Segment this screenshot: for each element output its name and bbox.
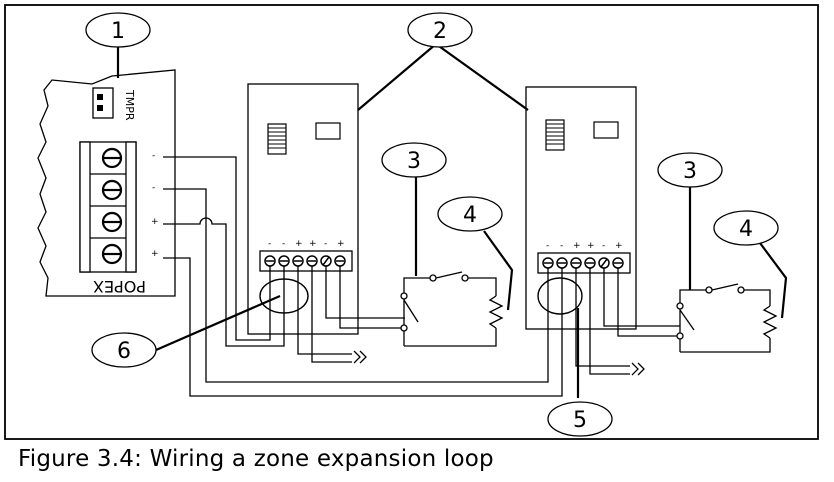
- callout-leaders: [116, 43, 788, 398]
- callout-2: 2: [407, 12, 473, 48]
- zone-module-1-sign: -: [268, 239, 271, 249]
- wire-bundle-marker-1: [259, 278, 309, 314]
- diagram-frame: [4, 4, 819, 440]
- svg-text:1: 1: [111, 19, 125, 44]
- tamper-switch-slot-bottom: [97, 105, 103, 111]
- zone-module-1-sign: +: [295, 239, 303, 249]
- zone-module-2-sign: -: [602, 241, 605, 251]
- zone-module-1-sign: -: [282, 239, 285, 249]
- zone-module-2-sign: +: [615, 241, 623, 251]
- tamper-switch-slot-top: [97, 94, 103, 100]
- callout-6: 6: [91, 332, 157, 368]
- break-mark: [631, 362, 645, 376]
- popex-terminal-sign: +: [151, 249, 159, 259]
- zone-module-1-sign: +: [337, 239, 345, 249]
- callout-1: 1: [85, 12, 151, 48]
- popex-terminal-side: [79, 141, 91, 273]
- callout-4b: 4: [713, 210, 779, 246]
- wire-bundle-marker-2: [537, 277, 583, 315]
- break-mark: [353, 350, 367, 364]
- zone-module-2-sign: +: [573, 241, 581, 251]
- zone-loop-2: [676, 283, 778, 353]
- callout-4a: 4: [437, 196, 503, 232]
- popex-screw: [101, 243, 123, 265]
- figure-caption: Figure 3.4: Wiring a zone expansion loop: [18, 446, 494, 472]
- zone-module-2-sign: -: [546, 241, 549, 251]
- zone-module-2-dip-switches: [546, 123, 564, 145]
- svg-text:4: 4: [739, 217, 753, 242]
- popex-label: POPEX: [93, 277, 146, 296]
- zone-module-1: [247, 83, 359, 335]
- svg-text:6: 6: [117, 339, 131, 364]
- tamper-label: TMPR: [123, 89, 136, 121]
- callout-3a: 3: [381, 142, 447, 178]
- callout-5: 5: [547, 401, 613, 437]
- module-1-wires: [297, 266, 405, 363]
- popex-terminal-sign: +: [151, 217, 159, 227]
- zone-module-1-dip-switches: [268, 127, 286, 149]
- zone-module-2-screws: [542, 257, 624, 269]
- zone-module-2-led: [593, 121, 619, 139]
- popex-screw: [101, 211, 123, 233]
- zone-module-2-sign: +: [587, 241, 595, 251]
- svg-text:4: 4: [463, 203, 477, 228]
- popex-wires: [163, 156, 563, 397]
- svg-text:3: 3: [407, 149, 421, 174]
- callout-3b: 3: [657, 152, 723, 188]
- svg-text:2: 2: [433, 19, 447, 44]
- tamper-switch: [92, 87, 114, 119]
- zone-module-1-led: [315, 122, 341, 140]
- zone-module-2-sign: -: [560, 241, 563, 251]
- svg-text:5: 5: [573, 408, 587, 433]
- zone-module-1-sign: +: [309, 239, 317, 249]
- svg-text:3: 3: [683, 159, 697, 184]
- zone-module-1-screws: [264, 255, 346, 267]
- popex-terminal-sign: -: [152, 151, 155, 161]
- zone-loop-1: [400, 271, 504, 347]
- popex-terminal-strip: [125, 141, 137, 273]
- module-2-wires: [575, 268, 680, 375]
- popex-screw: [101, 147, 123, 169]
- popex-terminal-sign: -: [152, 183, 155, 193]
- zone-module-1-sign: -: [324, 239, 327, 249]
- popex-screw: [101, 179, 123, 201]
